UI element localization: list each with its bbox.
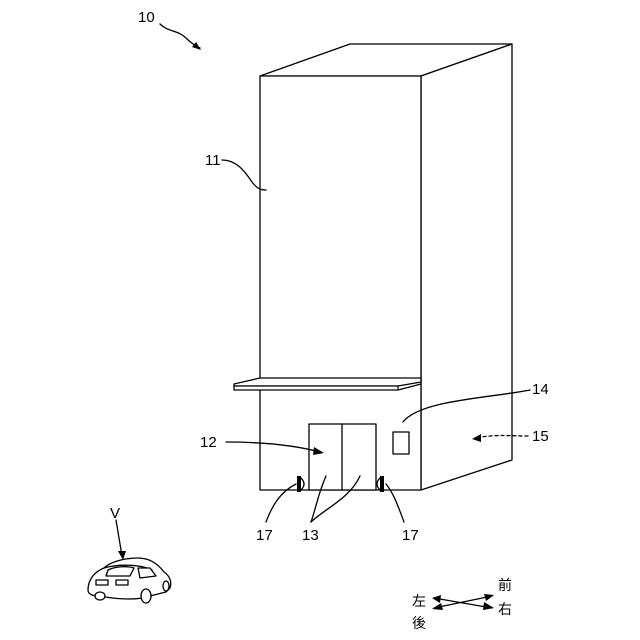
direction-right: 右 xyxy=(498,602,512,618)
label-11: 11 xyxy=(205,152,221,169)
label-14: 14 xyxy=(532,381,549,398)
direction-left: 左 xyxy=(412,594,426,610)
vehicle-icon xyxy=(88,558,171,603)
label-V: V xyxy=(110,505,120,522)
label-17-left: 17 xyxy=(256,527,273,544)
canopy-slab xyxy=(234,378,421,386)
control-panel xyxy=(393,432,409,454)
direction-front: 前 xyxy=(498,577,512,594)
label-10: 10 xyxy=(138,9,155,26)
label-13: 13 xyxy=(302,527,319,544)
leader-10 xyxy=(160,24,200,48)
direction-rear: 後 xyxy=(412,616,426,632)
tower-side-face xyxy=(421,44,512,490)
leader-V xyxy=(116,520,122,556)
canopy-edge xyxy=(234,386,398,390)
direction-indicator xyxy=(432,594,494,610)
label-17-right: 17 xyxy=(402,527,419,544)
label-15: 15 xyxy=(532,428,549,445)
label-12: 12 xyxy=(200,434,217,451)
